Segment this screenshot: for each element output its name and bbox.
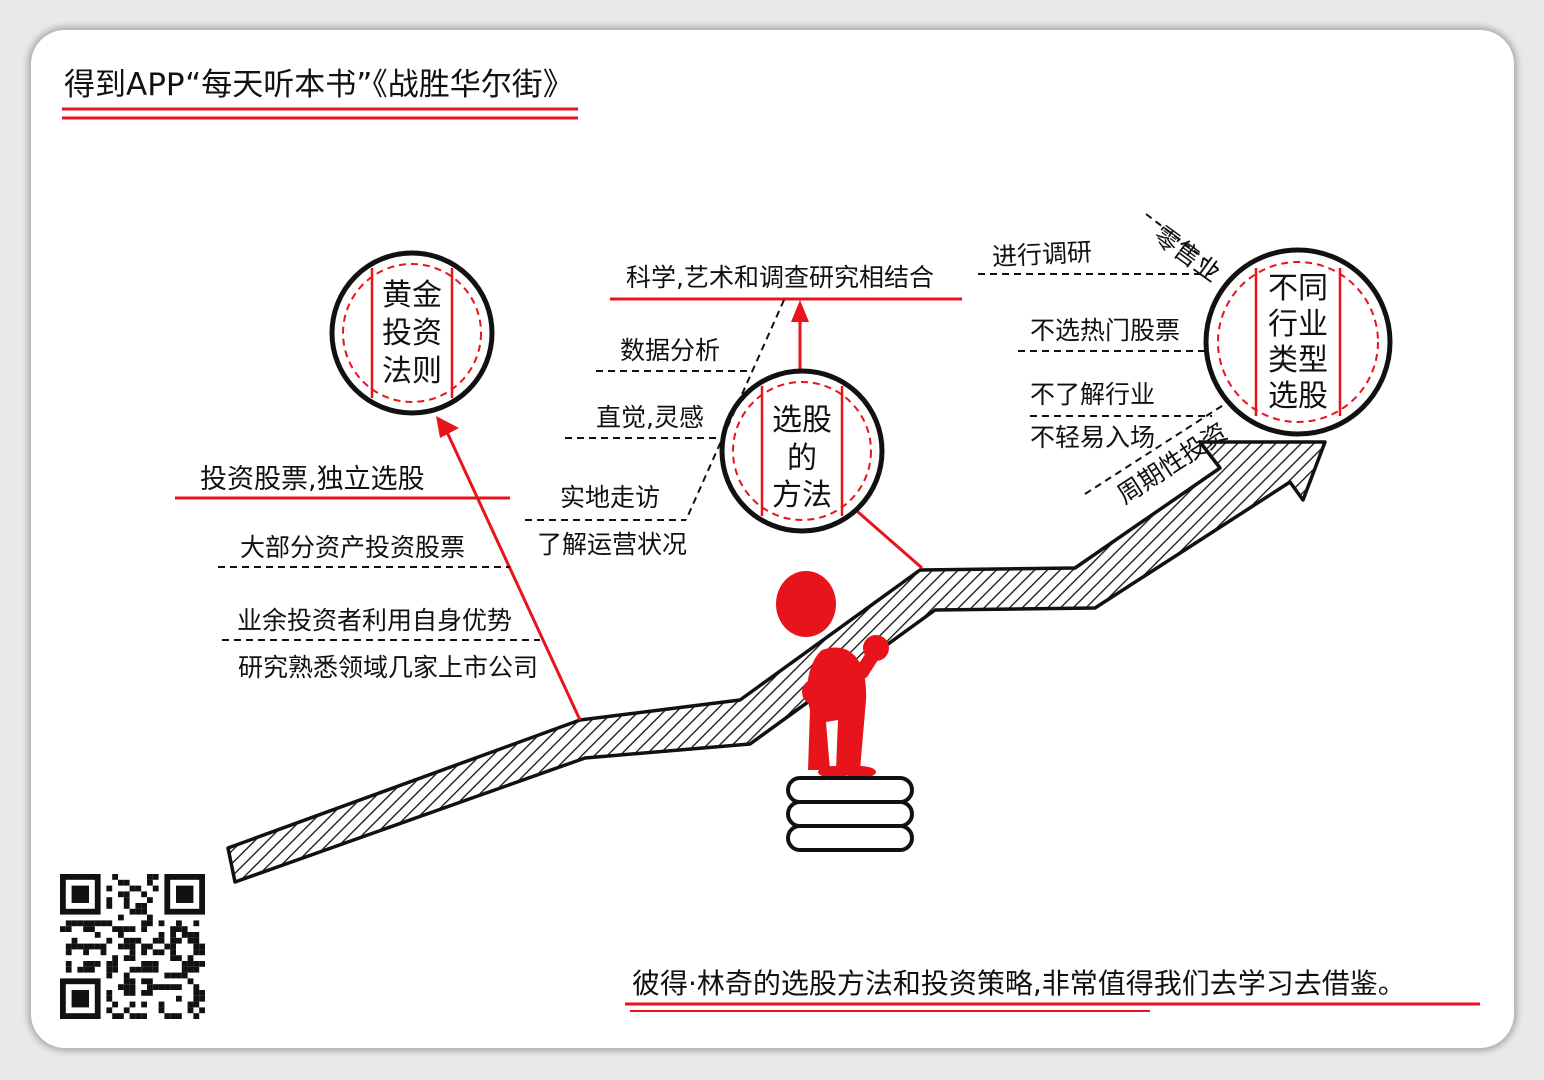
footer-text: 彼得·林奇的选股方法和投资策略,非常值得我们去学习去借鉴。	[632, 967, 1406, 1000]
qr-code-icon	[58, 872, 208, 1019]
golden-rule-label-1: 投资股票,独立选股	[200, 464, 425, 495]
industry-circle-line-4: 选股	[1268, 379, 1328, 414]
title-underline	[62, 107, 578, 120]
method-circle-line-1: 选股	[772, 403, 832, 438]
golden-rule-label-4: 研究熟悉领域几家上市公司	[238, 653, 539, 682]
method-top-label: 科学,艺术和调查研究相结合	[626, 263, 934, 292]
industry-circle-line-2: 行业	[1268, 307, 1328, 342]
golden-rule-circle-line-1: 黄金	[382, 278, 442, 313]
golden-rule-circle-line-2: 投资	[382, 316, 442, 351]
golden-rule-label-2: 大部分资产投资股票	[240, 533, 466, 562]
left-branch-underlines	[175, 496, 540, 641]
book-stack-icon	[786, 776, 914, 852]
industry-label-3: 不选热门股票	[1030, 316, 1181, 345]
method-circle-line-2: 的	[787, 441, 817, 476]
circle-method	[719, 368, 885, 534]
industry-circle-line-1: 不同	[1268, 271, 1328, 306]
method-circle-line-3: 方法	[772, 478, 832, 513]
method-label-2: 直觉,灵感	[596, 403, 704, 432]
right-branch-lines	[978, 213, 1226, 495]
industry-label-5: 不轻易入场	[1030, 423, 1156, 452]
stick-figure-icon	[776, 571, 889, 778]
industry-label-1: 进行调研	[991, 237, 1093, 272]
sketch-card	[31, 30, 1514, 1048]
industry-circle-line-3: 类型	[1268, 343, 1328, 378]
circle-industry	[1203, 247, 1393, 437]
circle-golden-rule	[329, 250, 495, 416]
golden-rule-circle-line-3: 法则	[382, 354, 442, 389]
page-title: 得到APP“每天听本书”《战胜华尔街》	[64, 67, 574, 103]
method-label-1: 数据分析	[620, 336, 721, 365]
middle-branch-lines	[525, 297, 962, 521]
method-label-4: 了解运营状况	[537, 530, 688, 559]
growth-arrow	[226, 440, 1327, 884]
footer-underline	[625, 1002, 1480, 1012]
method-label-3: 实地走访	[560, 483, 661, 512]
connector-lines	[436, 300, 923, 721]
industry-label-4: 不了解行业	[1030, 380, 1156, 409]
golden-rule-label-3: 业余投资者利用自身优势	[237, 606, 513, 635]
